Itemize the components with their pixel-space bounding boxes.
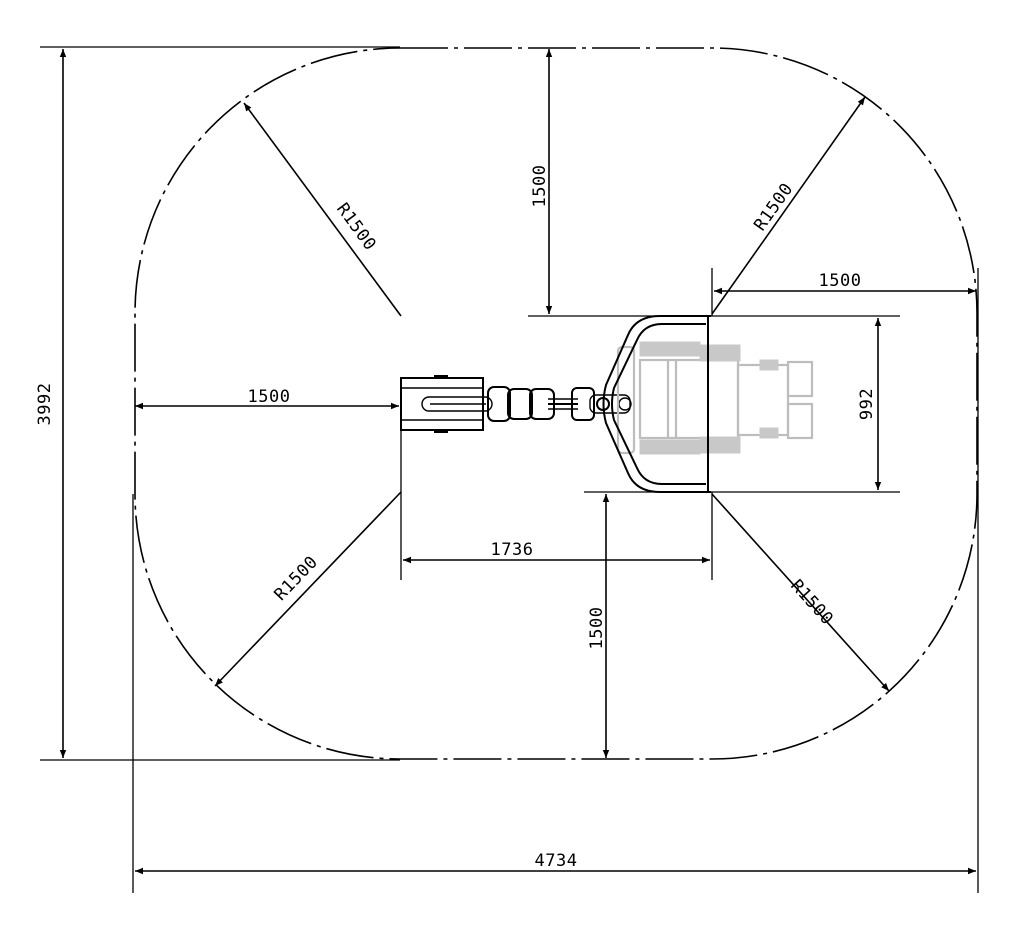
radius-top-left: R1500 bbox=[332, 199, 380, 254]
radius-leader-top-left bbox=[243, 102, 402, 317]
dim-top-clearance: 1500 bbox=[530, 165, 550, 208]
radius-leader-top-right bbox=[711, 96, 866, 315]
frame-outline bbox=[602, 315, 711, 493]
dim-overall-width: 4734 bbox=[535, 851, 578, 871]
radius-bottom-right: R1500 bbox=[786, 576, 837, 629]
machine-body bbox=[616, 341, 814, 455]
radius-bottom-left: R1500 bbox=[271, 552, 323, 605]
dim-inner-height: 992 bbox=[857, 388, 877, 420]
radius-leader-bottom-right bbox=[711, 493, 890, 692]
dim-bottom-clearance: 1500 bbox=[587, 607, 607, 650]
radius-leader-bottom-left bbox=[214, 491, 402, 687]
dim-inner-width: 1736 bbox=[491, 540, 534, 560]
dim-left-clearance: 1500 bbox=[248, 387, 291, 407]
extension-lines bbox=[40, 46, 979, 893]
boom-arm bbox=[421, 386, 632, 422]
machine-top-view bbox=[400, 315, 814, 493]
dim-right-clearance: 1500 bbox=[819, 271, 862, 291]
bucket bbox=[400, 375, 484, 433]
dim-overall-height: 3992 bbox=[35, 383, 55, 426]
clearance-envelope bbox=[134, 47, 978, 760]
